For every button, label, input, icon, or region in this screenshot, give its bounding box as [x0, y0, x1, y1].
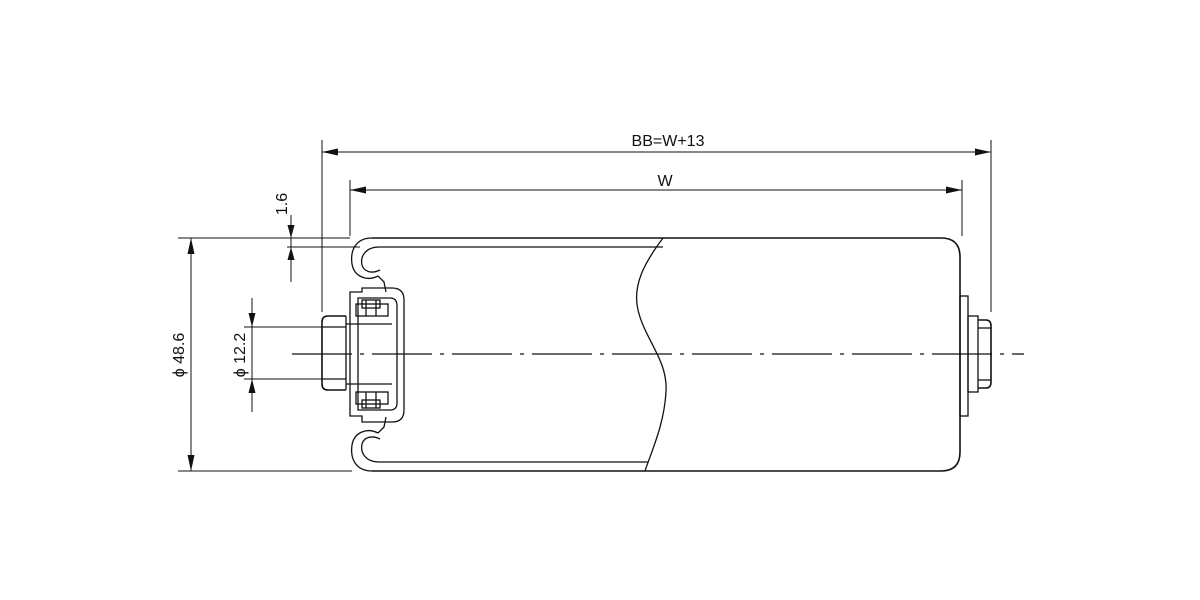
dimension-shaft-diameter: ϕ 12.2: [232, 298, 322, 412]
cutaway-break-line: [635, 237, 667, 472]
dimension-overall-length: BB=W+13: [321, 133, 992, 312]
shaft-diameter-label: ϕ 12.2: [232, 333, 249, 378]
shaft-left: [321, 315, 347, 391]
roller-diameter-label: ϕ 48.6: [171, 333, 188, 378]
tube-end-top: [350, 237, 387, 293]
dimension-roller-diameter: ϕ 48.6: [171, 237, 352, 472]
tube-thickness-label: 1.6: [274, 193, 291, 215]
roller-width-label: W: [657, 173, 673, 190]
dimension-roller-width: W: [349, 173, 963, 236]
bearing-housing: [346, 287, 405, 423]
overall-length-label: BB=W+13: [632, 133, 705, 150]
shaft-right: [959, 295, 992, 417]
tube-end-bottom: [350, 416, 387, 472]
dimension-tube-thickness: 1.6: [274, 193, 360, 282]
